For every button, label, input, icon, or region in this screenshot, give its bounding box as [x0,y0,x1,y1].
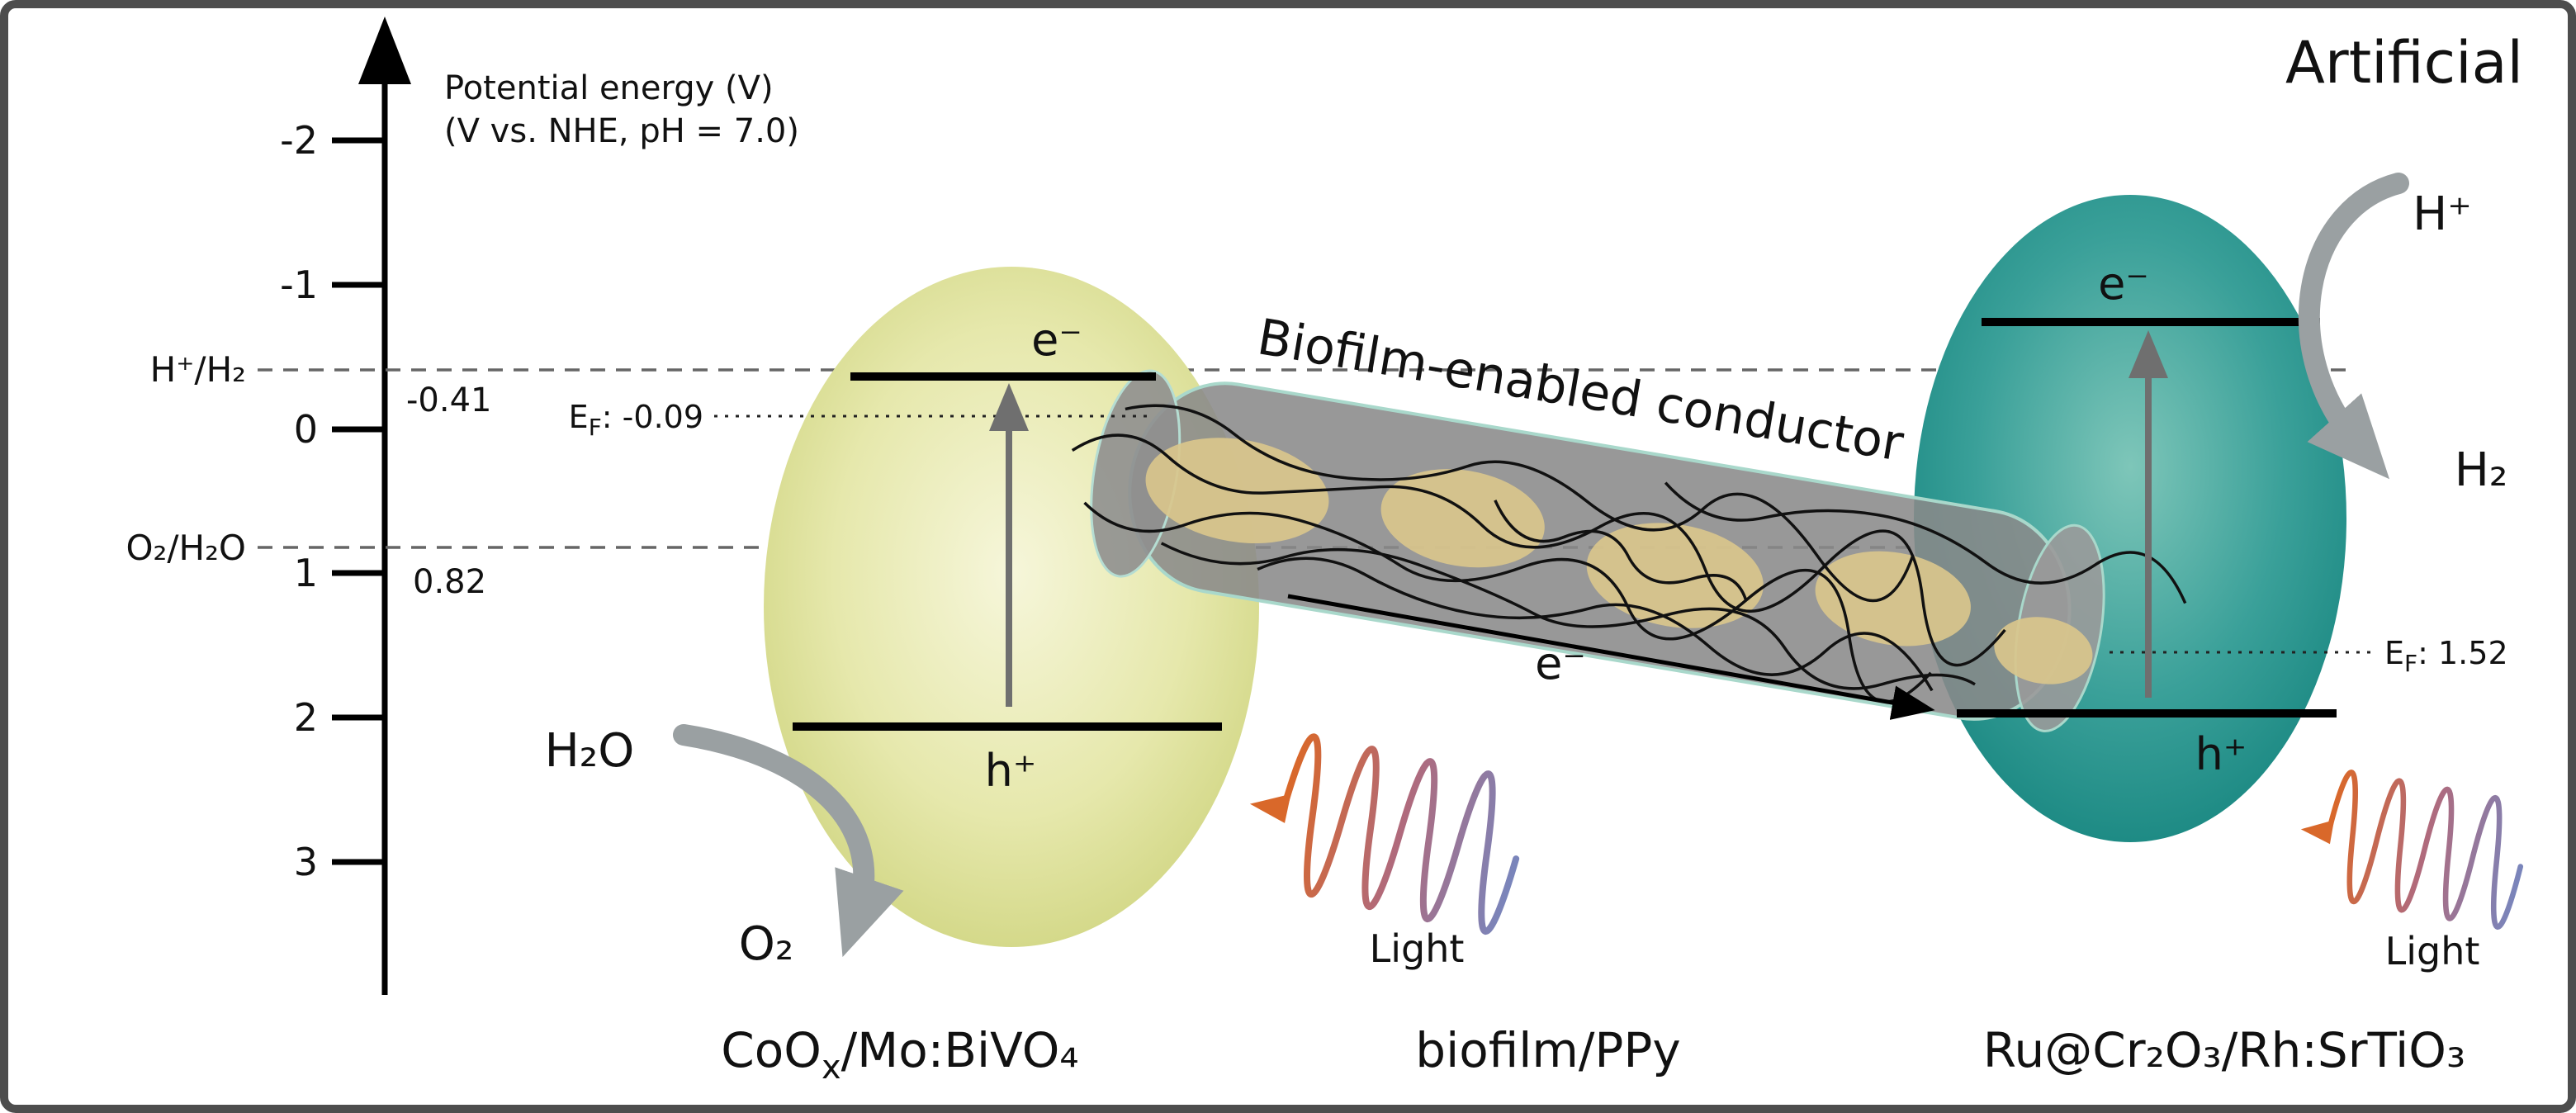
left-light-wave [1249,733,1520,935]
light-wave-icon [2325,770,2524,930]
nanowire [1257,556,1934,692]
proton-label: H⁺ [2413,187,2472,241]
tick-label: 2 [294,695,318,740]
right-material-label: Ru@Cr₂O₃/Rh:SrTiO₃ [1983,1022,2465,1078]
right-reaction: H⁺ H₂ [2298,173,2508,497]
electron-flow-arrow [1287,594,1935,720]
nanowire [1160,542,1976,690]
nanowire [1664,481,2187,604]
axis-title-line1: Potential energy (V) [444,69,774,107]
right-light-wave [2300,770,2524,930]
oxygen-label: O₂ [739,917,794,971]
biofilm-cell [1994,617,2093,684]
tick-label: 0 [294,407,318,452]
tick-label: -1 [280,263,318,307]
water-label: H₂O [545,724,635,778]
biofilm-cell [1586,523,1764,628]
tick-label: 3 [294,840,318,884]
right-light-label: Light [2385,929,2480,973]
right-energy-levels: e⁻ h⁺ EF: 1.52 [1957,258,2508,780]
right-fermi-label: EF: 1.52 [2384,635,2508,677]
o2-redox-value: 0.82 [413,563,486,601]
electron-flow: e⁻ [1287,594,1935,720]
nanowire [1083,501,1932,703]
left-hole-label: h⁺ [985,745,1037,797]
tick-label: -2 [280,118,318,163]
conductive-nanowires [1071,404,2187,703]
nanowire [1494,500,1748,602]
right-electron-label: e⁻ [2098,258,2149,310]
axis-title-line2: (V vs. NHE, pH = 7.0) [444,112,799,150]
proton-to-hydrogen-arrow [2298,173,2409,480]
light-arrowhead-icon [2300,820,2335,845]
axis-arrowhead-icon [358,17,411,84]
conductor-material-label: biofilm/PPy [1415,1022,1680,1078]
hydrogen-label: H₂ [2455,443,2508,497]
biofilm-cell [1380,469,1545,568]
left-electron-label: e⁻ [1031,314,1082,366]
light-wave-icon [1280,733,1520,935]
panel-title: Artificial [2285,29,2523,97]
water-to-oxygen-arrow [673,724,904,958]
left-light-label: Light [1370,926,1465,971]
h2-redox-value: -0.41 [406,381,492,419]
left-reaction: H₂O O₂ [545,724,904,971]
left-energy-levels: e⁻ h⁺ EF: -0.09 [569,314,1222,797]
nanowire [1125,404,1915,603]
biofilm-conductor-tube: Biofilm-enabled conductor [1071,308,2187,732]
h2-redox-label: H⁺/H₂ [150,349,246,390]
left-fermi-label: EF: -0.09 [569,399,703,441]
light-arrowhead-icon [1249,793,1291,823]
biofilm-cell [1815,551,1971,646]
tick-label: 1 [294,551,318,595]
right-hole-label: h⁺ [2195,728,2247,780]
potential-axis: -2 -1 0 1 2 3 Potential energy (V) (V vs… [280,17,799,995]
o2-redox-label: O₂/H₂O [125,528,246,568]
electron-flow-label: e⁻ [1535,637,1586,689]
left-material-label: CoOx/Mo:BiVO₄ [721,1022,1078,1087]
